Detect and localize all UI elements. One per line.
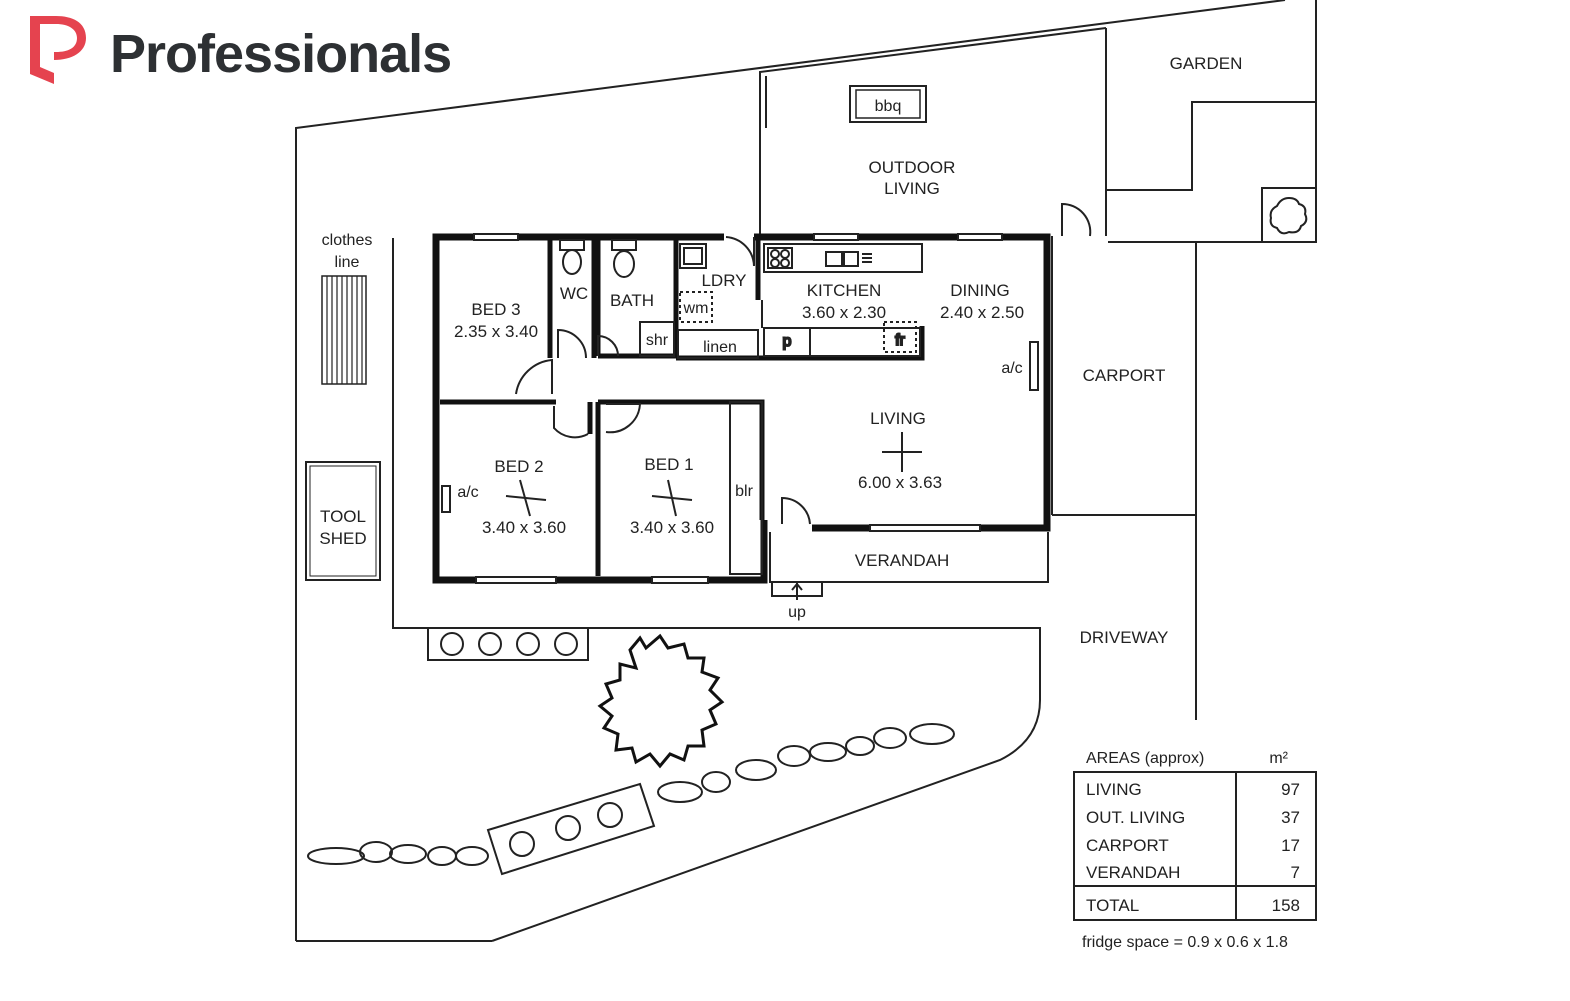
step-up-label: up xyxy=(788,604,806,621)
areas-total-label: TOTAL xyxy=(1086,896,1139,915)
garden-label: GARDEN xyxy=(1170,54,1243,73)
wc-cistern-icon xyxy=(559,239,585,251)
verandah-name: VERANDAH xyxy=(855,551,949,570)
areas-title: AREAS (approx) xyxy=(1086,750,1204,767)
bbq-fixture: bbq xyxy=(849,85,927,123)
fridge-label: fr xyxy=(895,332,905,349)
kitchen-name: KITCHEN xyxy=(807,281,882,300)
garden-shrub-icon xyxy=(1269,196,1308,235)
ceiling-fan-icons xyxy=(505,432,922,517)
verandah-outline xyxy=(769,532,1049,600)
pantry-label: p xyxy=(783,333,792,350)
brand-name: Professionals xyxy=(110,24,451,84)
windows xyxy=(441,233,1039,584)
logo-mark-icon xyxy=(30,16,86,84)
areas-total-value: 158 xyxy=(1272,896,1300,915)
linen-label: linen xyxy=(703,339,737,356)
sink-icon xyxy=(825,251,843,267)
bed3-name: BED 3 xyxy=(471,300,520,319)
areas-table: AREAS (approx) m² LIVING 97 OUT. LIVING … xyxy=(1073,750,1317,951)
bed2-name: BED 2 xyxy=(494,457,543,476)
areas-row-label: VERANDAH xyxy=(1086,863,1180,882)
garden-bed-front xyxy=(427,627,589,661)
fridge-space-note: fridge space = 0.9 x 0.6 x 1.8 xyxy=(1082,934,1288,951)
bed2-dims: 3.40 x 3.60 xyxy=(482,518,566,537)
tree-icon xyxy=(597,633,725,769)
boiler-cupboard xyxy=(729,401,763,575)
tool-shed-label-2: SHED xyxy=(319,529,366,548)
carport-label: CARPORT xyxy=(1083,366,1166,385)
washing-machine-label: wm xyxy=(683,300,709,317)
laundry-tub-icon xyxy=(679,243,707,269)
bed2-aircon-label: a/c xyxy=(457,484,478,501)
areas-row-value: 97 xyxy=(1281,780,1300,799)
bath-name: BATH xyxy=(610,291,654,310)
dining-name: DINING xyxy=(950,281,1010,300)
kitchen-dims: 3.60 x 2.30 xyxy=(802,303,886,322)
outdoor-structures xyxy=(759,27,1317,720)
bed3-dims: 2.35 x 3.40 xyxy=(454,322,538,341)
areas-row-label: OUT. LIVING xyxy=(1086,808,1185,827)
living-aircon-label: a/c xyxy=(1001,360,1022,377)
boiler-label: blr xyxy=(735,483,753,500)
tool-shed-label-1: TOOL xyxy=(320,507,366,526)
wc-name: WC xyxy=(560,284,588,303)
laundry-name: LDRY xyxy=(701,271,746,290)
bed1-dims: 3.40 x 3.60 xyxy=(630,518,714,537)
shower-icon xyxy=(639,321,675,357)
brand-logo: Professionals xyxy=(30,16,452,84)
dining-dims: 2.40 x 2.50 xyxy=(940,303,1024,322)
toilet-icon-2 xyxy=(613,250,635,278)
doors xyxy=(515,236,811,525)
areas-unit: m² xyxy=(1269,750,1288,767)
rockery xyxy=(307,723,955,866)
kitchen-fittings: p fr xyxy=(761,243,923,357)
plant-icon xyxy=(440,632,578,656)
garden-bed-angled xyxy=(486,782,656,876)
room-labels: BED 3 2.35 x 3.40 WC BATH LDRY KITCHEN 3… xyxy=(454,54,1242,647)
washing-machine-icon xyxy=(679,291,713,323)
outdoor-living-label-1: OUTDOOR xyxy=(869,158,956,177)
tool-shed: TOOL SHED xyxy=(305,461,381,581)
clothes-line-label-1: clothes xyxy=(322,232,373,249)
bed1-name: BED 1 xyxy=(644,455,693,474)
toilet-icon xyxy=(562,249,582,275)
areas-row-label: CARPORT xyxy=(1086,836,1169,855)
living-name: LIVING xyxy=(870,409,926,428)
outdoor-living-label-2: LIVING xyxy=(884,179,940,198)
clothes-line-label-2: line xyxy=(335,254,360,271)
bbq-label: bbq xyxy=(875,98,902,115)
wet-area-fittings xyxy=(559,239,763,575)
areas-row-value: 17 xyxy=(1281,836,1300,855)
areas-row-value: 37 xyxy=(1281,808,1300,827)
fridge-space-icon xyxy=(883,321,917,353)
areas-row-value: 7 xyxy=(1291,863,1300,882)
living-dims: 6.00 x 3.63 xyxy=(858,473,942,492)
driveway-label: DRIVEWAY xyxy=(1080,628,1169,647)
lot-boundary xyxy=(295,0,1317,942)
cooktop-icon xyxy=(767,247,793,269)
clothes-line: clothes line xyxy=(321,232,373,385)
shower-label: shr xyxy=(646,332,669,349)
areas-row-label: LIVING xyxy=(1086,780,1142,799)
